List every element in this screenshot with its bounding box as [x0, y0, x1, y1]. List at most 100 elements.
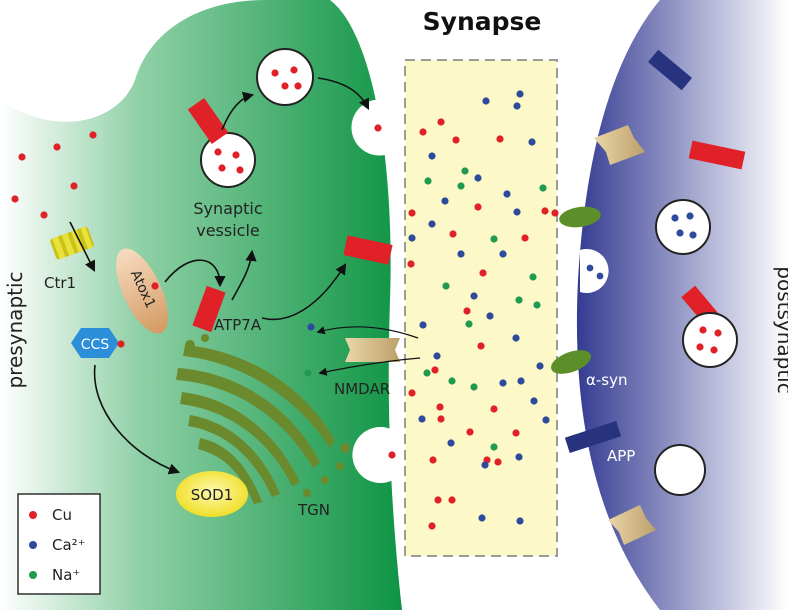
ca-dot	[470, 292, 478, 300]
sod1-protein	[176, 471, 248, 517]
legend-label: Ca²⁺	[52, 536, 86, 554]
app-protein	[564, 421, 622, 453]
ca-dot	[419, 321, 427, 329]
cu-dot	[494, 458, 502, 466]
ca-dot	[528, 138, 536, 146]
sod1-label: SOD1	[191, 486, 233, 504]
cu-dot	[151, 282, 159, 290]
na-dot	[515, 296, 523, 304]
cu-dot	[436, 403, 444, 411]
na-dot	[529, 273, 537, 281]
cu-dot	[512, 429, 520, 437]
ccs-protein	[71, 328, 119, 358]
nmdar-label: NMDAR	[334, 380, 390, 398]
cu-dot	[431, 366, 439, 374]
cu-dot	[452, 136, 460, 144]
ca-dot	[536, 362, 544, 370]
ca-dot	[530, 397, 538, 405]
ca-dot	[516, 90, 524, 98]
ca-dot	[408, 234, 416, 242]
cu-dot	[89, 131, 97, 139]
cu-dot	[541, 207, 549, 215]
ca-dot	[517, 377, 525, 385]
presynaptic-label: presynaptic	[3, 271, 27, 388]
ca-dot	[447, 439, 455, 447]
ca-dot	[512, 334, 520, 342]
na-dot	[423, 369, 431, 377]
cu-dot	[18, 153, 26, 161]
cu-dot	[388, 451, 396, 459]
app-label: APP	[607, 447, 635, 465]
ctr1-channel	[50, 226, 94, 260]
cu-dot	[374, 124, 382, 132]
cu-dot	[490, 405, 498, 413]
cu-dot	[407, 260, 415, 268]
cu-dot	[408, 389, 416, 397]
legend-swatch	[29, 541, 37, 549]
legend-swatch	[29, 511, 37, 519]
ca-dot	[481, 461, 489, 469]
legend-label: Na⁺	[52, 566, 80, 584]
na-dot	[539, 184, 547, 192]
ca-dot	[457, 250, 465, 258]
postsynaptic-blue-bar-top	[648, 49, 692, 91]
ca-dot	[441, 197, 449, 205]
na-dot	[304, 369, 312, 377]
cu-dot	[449, 230, 457, 238]
postsynaptic-vesicle-empty	[654, 444, 706, 496]
legend-label: Cu	[52, 506, 72, 524]
cu-dot	[551, 209, 559, 217]
na-dot	[470, 383, 478, 391]
fusing-vesicle-post	[580, 249, 609, 293]
synaptic-cleft	[404, 59, 558, 557]
atp7a-label: ATP7A	[214, 316, 262, 334]
cu-dot	[419, 128, 427, 136]
na-dot	[490, 443, 498, 451]
atp7a-transporter-mid	[192, 285, 226, 333]
cu-dot	[521, 234, 529, 242]
cu-dot	[477, 342, 485, 350]
atp7a-transporter-membrane	[343, 235, 393, 265]
alpha-syn-protein-top	[559, 206, 601, 228]
alpha-syn-protein-bottom	[550, 350, 592, 374]
ca-dot	[478, 514, 486, 522]
cu-dot	[428, 522, 436, 530]
cu-dot	[466, 428, 474, 436]
cu-dot	[479, 269, 487, 277]
ca-dot	[486, 312, 494, 320]
ca-dot	[586, 264, 594, 272]
cu-dot	[496, 135, 504, 143]
synaptic-vessicle-label-line2: vessicle	[196, 221, 260, 240]
synaptic-vesicle-2	[200, 132, 256, 188]
na-dot	[465, 320, 473, 328]
tgn-label: TGN	[297, 501, 330, 519]
title: Synapse	[423, 7, 542, 36]
cu-dot	[448, 496, 456, 504]
na-dot	[533, 301, 541, 309]
ca-dot	[428, 152, 436, 160]
cu-dot	[117, 340, 125, 348]
cu-dot	[474, 203, 482, 211]
cu-dot	[429, 456, 437, 464]
na-dot	[442, 282, 450, 290]
na-dot	[490, 235, 498, 243]
na-dot	[424, 177, 432, 185]
cu-dot	[463, 307, 471, 315]
ca-dot	[307, 323, 315, 331]
cu-dot	[53, 143, 61, 151]
postsynaptic-receptor-2	[608, 505, 656, 545]
ca-dot	[499, 250, 507, 258]
alpha-syn-label: α-syn	[586, 371, 628, 389]
synaptic-vessicle-label-line1: Synaptic	[193, 199, 262, 218]
postsynaptic-vesicle-2	[682, 312, 738, 368]
fusing-vesicle-pre-bottom	[352, 427, 393, 484]
cu-dot	[437, 118, 445, 126]
cu-dot	[437, 415, 445, 423]
ca-dot	[513, 208, 521, 216]
ca-dot	[513, 102, 521, 110]
cu-dot	[11, 195, 19, 203]
ccs-label: CCS	[81, 337, 110, 353]
atp7a-transporter-top	[187, 98, 229, 144]
